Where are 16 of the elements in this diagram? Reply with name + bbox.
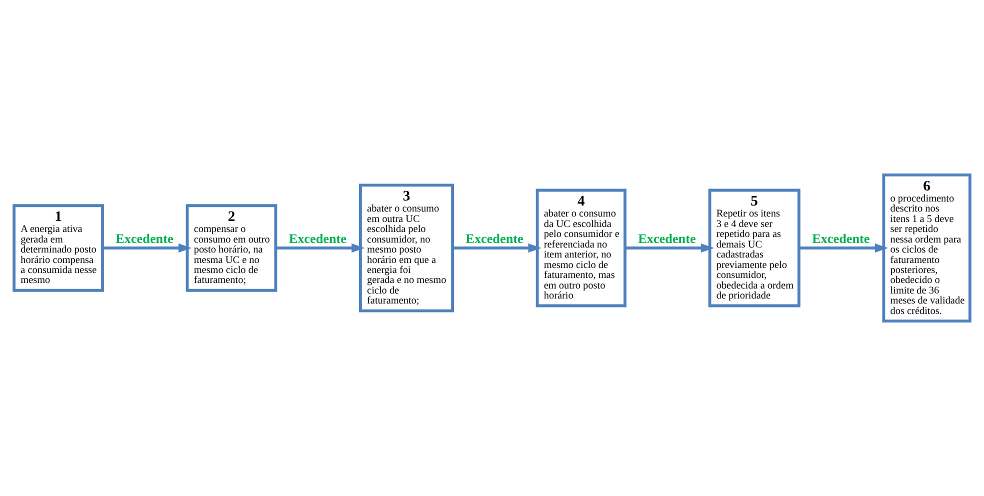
arrow: [102, 243, 192, 253]
node-box: 6 o procedimento descrito nos itens 1 a 5 deve ser repetido nessa ordem para os ciclos de faturamento posteriores, obedecido o limite de 36 meses de validade dos créditos.: [882, 173, 972, 323]
node-box: 3 abater o consumo em outra UC escolhida pelo consumidor, no mesmo posto horário em que a energia foi gerada e no mesmo ciclo de faturamento;: [359, 184, 454, 312]
edge-label: Excedente: [116, 231, 174, 246]
node-box: 1 A energia ativa gerada em determinado posto horário compensa a consumida nesse mesmo: [12, 204, 104, 292]
arrow: [799, 243, 888, 253]
arrow: [452, 243, 542, 253]
edge-label: Excedente: [466, 231, 524, 246]
edge-label: Excedente: [812, 231, 870, 246]
edge-label: Excedente: [288, 231, 347, 246]
node-box: 5 Repetir os itens 3 e 4 deve ser repetido para as demais UC cadastradas previamente pelo consumidor, obedecida a ordem de prioridade: [708, 188, 800, 308]
node-box: 2 compensar o consumo em outro posto horário, na mesma UC e no mesmo ciclo de faturamento;: [186, 204, 278, 292]
edge-label: Excedente: [638, 231, 696, 246]
arrow: [625, 243, 714, 253]
node-box: 4 abater o consumo da UC escolhida pelo consumidor e referenciada no item anterior, no mesmo ciclo de faturamento, mas em outro posto horário: [536, 188, 626, 308]
arrow: [276, 243, 365, 253]
